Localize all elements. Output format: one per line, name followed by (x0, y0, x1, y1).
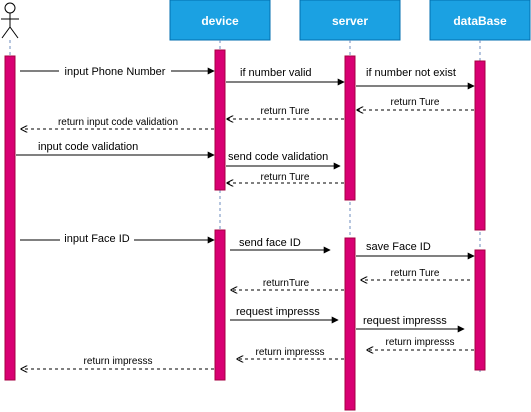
server-header (299, 0, 401, 41)
message-label: return Ture (391, 268, 440, 279)
message-label: save Face ID (366, 241, 431, 253)
message-label: send code validation (228, 151, 328, 163)
message-arrow: input Phone Number (20, 64, 215, 78)
return-arrow: return input code validation (21, 117, 214, 129)
server-activation-2 (344, 237, 356, 411)
message-label: returnTure (263, 278, 310, 289)
stick-figure-actor-icon (1, 2, 19, 39)
return-arrow: return Ture (227, 106, 344, 119)
message-label: input Face ID (64, 233, 129, 245)
message-label: input Phone Number (65, 66, 166, 78)
message-label: input code validation (38, 141, 138, 153)
message-arrow: request impresss (356, 315, 465, 333)
device-header (169, 0, 271, 41)
return-arrow: return Ture (357, 97, 474, 110)
message-arrow: request impresss (230, 306, 339, 324)
message-label: return impresss (84, 356, 153, 367)
message-label: return impresss (386, 337, 455, 348)
device-activation-2 (214, 229, 226, 381)
return-arrow: return impresss (237, 347, 344, 359)
return-arrow: return impresss (367, 337, 474, 350)
database-activation-2 (474, 249, 486, 371)
server-header-label: server (332, 14, 368, 28)
return-arrow: return Ture (361, 268, 470, 280)
actor-activation (4, 55, 16, 381)
database-participant: dataBase (429, 0, 531, 372)
return-arrow: return impresss (21, 356, 214, 369)
message-label: return impresss (256, 347, 325, 358)
message-arrow: save Face ID (356, 241, 475, 260)
server-activation-1 (344, 55, 356, 201)
message-label: return Ture (261, 172, 310, 183)
message-label: return Ture (261, 106, 310, 117)
message-label: if number valid (240, 67, 312, 79)
message-label: send face ID (239, 237, 301, 249)
message-label: if number not exist (366, 67, 456, 79)
database-activation-1 (474, 60, 486, 231)
message-label: request impresss (363, 315, 447, 327)
return-arrow: return Ture (227, 172, 344, 183)
message-label: return Ture (391, 97, 440, 108)
message-arrow: if number valid (226, 67, 345, 86)
message-arrow: if number not exist (356, 67, 475, 90)
device-activation-1 (214, 49, 226, 191)
return-arrow: returnTure (231, 278, 344, 290)
message-arrow: send face ID (230, 237, 331, 254)
server-participant: server (299, 0, 401, 410)
message-arrow: input code validation (16, 141, 215, 159)
message-arrow: send code validation (226, 151, 341, 170)
message-label: request impresss (236, 306, 320, 318)
database-header-label: dataBase (453, 14, 507, 28)
message-arrow: input Face ID (20, 233, 215, 247)
message-label: return input code validation (58, 117, 178, 128)
device-header-label: device (201, 14, 239, 28)
